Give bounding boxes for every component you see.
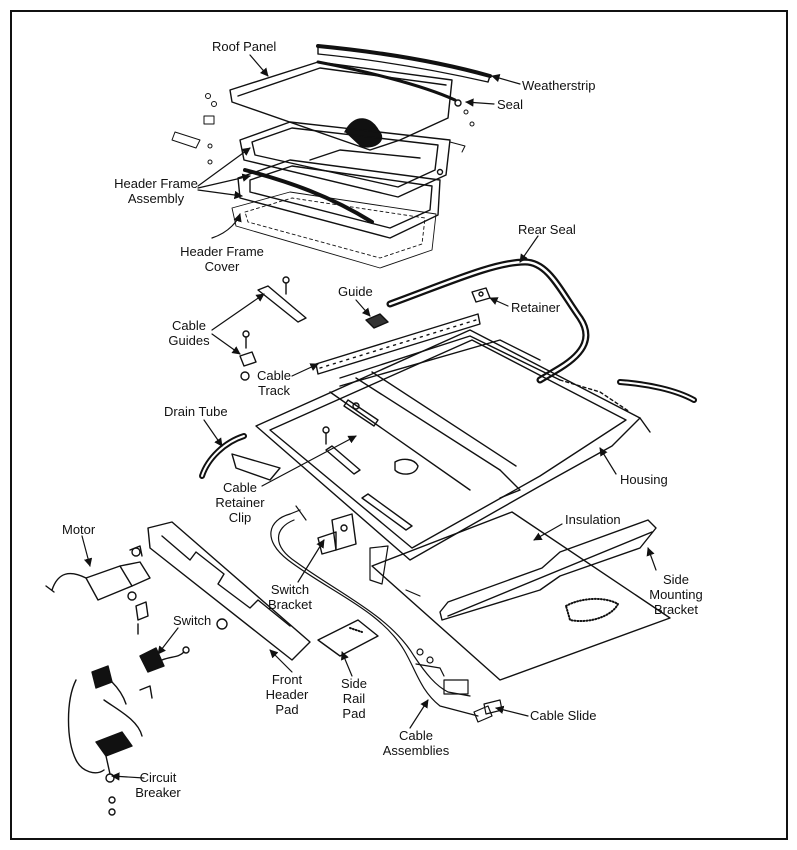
label-header-frame-cover-line2: Cover	[204, 259, 240, 274]
label-front-header-pad: Front Header Pad	[262, 672, 312, 717]
label-cable-track: Cable Track	[254, 368, 294, 398]
circuit-breaker-part	[95, 731, 133, 816]
label-front-header-pad-line3: Pad	[275, 702, 299, 717]
label-front-header-pad-line2: Header	[265, 687, 309, 702]
leader-lines	[81, 54, 657, 781]
roof-hardware	[171, 93, 475, 165]
label-side-mounting-bracket-line1: Side	[662, 572, 690, 587]
side-mounting-bracket-part	[439, 519, 657, 621]
front-header-pad-part	[147, 521, 311, 661]
label-circuit-breaker-line1: Circuit	[139, 770, 177, 785]
rear-seal-part	[386, 258, 590, 384]
label-side-rail-pad-line2: Rail	[342, 691, 366, 706]
label-header-frame-cover-line1: Header Frame	[180, 244, 264, 259]
label-retainer: Retainer	[511, 300, 561, 315]
label-cable-slide: Cable Slide	[530, 708, 597, 723]
label-header-frame-assembly-line1: Header Frame	[114, 176, 198, 191]
label-switch: Switch	[173, 613, 212, 628]
label-seal: Seal	[497, 97, 524, 112]
label-cable-track-line2: Track	[257, 383, 291, 398]
label-side-rail-pad: Side Rail Pad	[336, 676, 372, 721]
label-side-mounting-bracket-line3: Bracket	[653, 602, 699, 617]
label-side-rail-pad-line3: Pad	[342, 706, 366, 721]
label-side-rail-pad-line1: Side	[340, 676, 368, 691]
label-circuit-breaker: Circuit Breaker	[128, 770, 188, 800]
cable-track-part	[315, 313, 481, 375]
motor-part	[45, 545, 151, 635]
diagram-frame	[10, 10, 788, 840]
label-cable-assemblies-line1: Cable	[399, 728, 433, 743]
side-rail-pad-part	[317, 619, 379, 657]
label-insulation: Insulation	[565, 512, 621, 527]
label-side-mounting-bracket-line2: Mounting	[649, 587, 703, 602]
label-cable-assemblies: Cable Assemblies	[374, 728, 458, 758]
label-guide: Guide	[338, 284, 373, 299]
label-weatherstrip: Weatherstrip	[522, 78, 596, 93]
label-motor: Motor	[62, 522, 96, 537]
cable-guides-part	[239, 276, 307, 381]
label-housing: Housing	[620, 472, 668, 487]
label-cable-guides: Cable Guides	[164, 318, 214, 348]
label-cable-guides-line1: Cable	[172, 318, 206, 333]
retainer-part	[471, 287, 491, 303]
label-switch-bracket: Switch Bracket	[262, 582, 318, 612]
label-cable-assemblies-line2: Assemblies	[382, 743, 450, 758]
label-roof-panel: Roof Panel	[212, 39, 277, 54]
label-header-frame-cover: Header Frame Cover	[176, 244, 268, 274]
switch-wiring-part	[67, 646, 190, 774]
label-switch-bracket-line1: Switch	[270, 582, 310, 597]
header-frame-cover-part	[231, 191, 437, 269]
label-cable-track-line1: Cable	[257, 368, 291, 383]
label-side-mounting-bracket: Side Mounting Bracket	[648, 572, 704, 617]
weatherstrip-part	[316, 44, 492, 83]
guide-part	[365, 313, 389, 329]
label-cable-guides-line2: Guides	[168, 333, 210, 348]
label-switch-bracket-line2: Bracket	[267, 597, 313, 612]
header-frame-upper	[239, 121, 451, 198]
label-cable-retainer-clip: Cable Retainer Clip	[210, 480, 270, 525]
drain-tube-part	[199, 379, 697, 479]
label-cable-retainer-clip-line3: Clip	[228, 510, 252, 525]
switch-bracket-part	[317, 513, 357, 555]
label-rear-seal: Rear Seal	[518, 222, 576, 237]
label-circuit-breaker-line2: Breaker	[135, 785, 181, 800]
housing-part	[231, 329, 651, 561]
label-cable-retainer-clip-line1: Cable	[223, 480, 257, 495]
label-drain-tube: Drain Tube	[164, 404, 228, 419]
insulation-part	[371, 511, 671, 681]
label-front-header-pad-line1: Front	[271, 672, 303, 687]
label-header-frame-assembly-line2: Assembly	[127, 191, 185, 206]
label-header-frame-assembly: Header Frame Assembly	[110, 176, 202, 206]
seal-part	[316, 60, 462, 107]
label-cable-retainer-clip-line2: Retainer	[215, 495, 265, 510]
cable-assemblies-part	[270, 505, 503, 723]
